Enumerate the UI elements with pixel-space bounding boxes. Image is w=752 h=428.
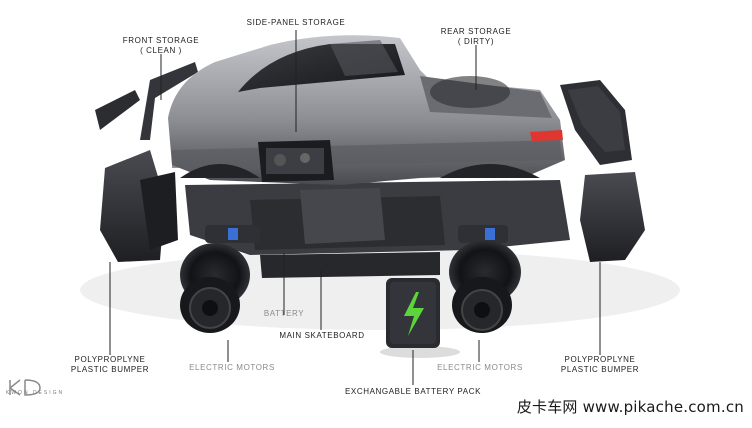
label-rear-storage: REAR STORAGE ( DIRTY) [420,27,532,47]
right-bumper [560,80,645,262]
label-rear-storage-line2: ( DIRTY) [457,37,495,46]
label-bumper-right: POLYPROPLYNE PLASTIC BUMPER [540,355,660,375]
label-front-storage: FRONT STORAGE ( CLEAN ) [101,36,221,56]
label-exchangable-battery-pack: EXCHANGABLE BATTERY PACK [344,387,482,396]
label-bumper-right-line2: PLASTIC BUMPER [560,365,640,374]
truck-body [168,35,565,185]
label-front-storage-line2: ( CLEAN ) [140,46,182,55]
callout-lines [109,30,601,385]
label-front-storage-line1: FRONT STORAGE [122,36,200,45]
site-watermark: 皮卡车网 www.pikache.com.cn [516,398,744,416]
left-wheel-assembly [180,225,260,333]
battery-shadow [380,346,460,358]
left-bumper [95,62,198,262]
battery-pack [386,278,440,348]
brand-logo-mark [9,379,41,396]
label-bumper-right-line1: POLYPROPLYNE [564,355,636,364]
label-bumper-left: POLYPROPLYNE PLASTIC BUMPER [50,355,170,375]
label-bumper-left-line2: PLASTIC BUMPER [70,365,150,374]
label-battery: BATTERY [263,309,305,318]
label-side-panel-storage: SIDE-PANEL STORAGE [246,18,346,27]
right-wheel-assembly [449,225,521,333]
label-rear-storage-line1: REAR STORAGE [440,27,512,36]
label-electric-motors-left: ELECTRIC MOTORS [189,363,275,372]
brand-name: KWON DESIGN [6,390,65,396]
label-main-skateboard: MAIN SKATEBOARD [279,331,365,340]
label-electric-motors-right: ELECTRIC MOTORS [437,363,523,372]
label-bumper-left-line1: POLYPROPLYNE [74,355,146,364]
